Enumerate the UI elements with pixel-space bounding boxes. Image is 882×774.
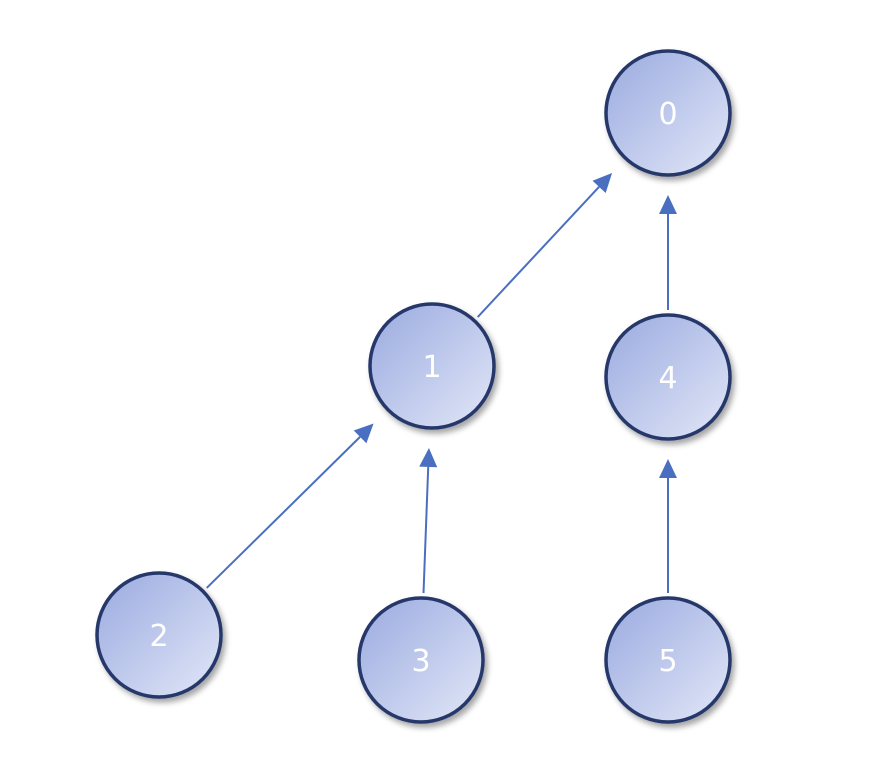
node-circle (357, 596, 485, 724)
node-label: 4 (658, 361, 677, 396)
arrowhead-icon (353, 423, 374, 444)
arrowhead-icon (419, 447, 438, 468)
node-circle (604, 49, 732, 177)
edge-2-to-1 (206, 423, 374, 589)
tree-node-1: 1 (368, 302, 496, 430)
arrowhead-icon (592, 172, 613, 193)
edge-4-to-0 (659, 195, 677, 310)
node-circle (95, 571, 223, 699)
edge-5-to-4 (659, 459, 677, 593)
node-label: 5 (658, 644, 677, 679)
node-label: 3 (411, 644, 430, 679)
edges (206, 172, 677, 594)
tree-node-2: 2 (95, 571, 223, 699)
node-circle (604, 313, 732, 441)
edge-line (206, 436, 361, 589)
tree-node-5: 5 (604, 596, 732, 724)
edge-1-to-0 (476, 172, 613, 318)
node-circle (368, 302, 496, 430)
node-label: 0 (658, 97, 677, 132)
nodes: 0 1 2 3 4 5 (95, 49, 732, 724)
tree-node-0: 0 (604, 49, 732, 177)
arrowhead-icon (659, 195, 677, 214)
node-circle (604, 596, 732, 724)
edge-3-to-1 (419, 447, 438, 594)
edge-line (476, 186, 600, 318)
arrowhead-icon (659, 459, 677, 478)
tree-node-4: 4 (604, 313, 732, 441)
edge-line (422, 466, 430, 594)
node-label: 1 (422, 350, 441, 385)
tree-node-3: 3 (357, 596, 485, 724)
node-label: 2 (149, 619, 168, 654)
